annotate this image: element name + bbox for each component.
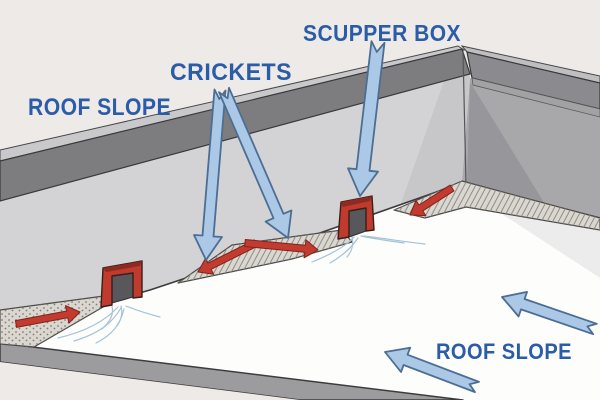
right-coping-top bbox=[460, 45, 600, 84]
left-scupper-box bbox=[100, 260, 143, 308]
water-line bbox=[116, 305, 123, 327]
flow-arrow-middle-right bbox=[244, 239, 319, 259]
wall-corner-edge bbox=[462, 51, 467, 185]
pointer-arrow-crickets-right bbox=[218, 86, 293, 239]
water-line bbox=[363, 235, 426, 245]
roof-edge-fascia bbox=[0, 342, 464, 400]
water-line bbox=[95, 308, 125, 344]
water-line bbox=[346, 236, 354, 258]
water-line bbox=[57, 306, 119, 339]
pointer-arrows-fill bbox=[193, 40, 598, 394]
right-coping-lower-strip bbox=[471, 77, 600, 118]
pointer-arrow-roof-slope-upper bbox=[501, 290, 598, 336]
label-scupper-box: SCUPPER BOX bbox=[303, 20, 461, 46]
flow-arrow-corner bbox=[409, 184, 455, 217]
water-line bbox=[125, 305, 161, 318]
label-roof-slope-left: ROOF SLOPE bbox=[28, 94, 171, 121]
water-flow-lines bbox=[57, 235, 426, 344]
flow-arrows bbox=[14, 184, 455, 328]
flow-arrow-left-cricket bbox=[14, 305, 81, 328]
right-wall-corner-shadow bbox=[467, 82, 548, 209]
water-line bbox=[329, 237, 359, 264]
diagram-labels: ROOF SLOPE CRICKETS SCUPPER BOX ROOF SLO… bbox=[28, 20, 572, 364]
left-cricket-texture bbox=[0, 296, 110, 347]
water-line bbox=[101, 305, 114, 330]
pointer-arrow-roof-slope-lower bbox=[384, 346, 480, 394]
left-wall-corner-shade bbox=[398, 74, 470, 212]
water-line bbox=[311, 236, 355, 263]
below-edge-background bbox=[0, 362, 300, 400]
water-line bbox=[360, 235, 405, 244]
roof-surface bbox=[0, 183, 600, 400]
label-crickets: CRICKETS bbox=[170, 59, 292, 86]
right-scupper-top-shade bbox=[341, 196, 372, 207]
scupper-boxes bbox=[100, 195, 375, 308]
pointer-arrows bbox=[193, 40, 598, 394]
flow-arrow-middle-left bbox=[197, 239, 259, 275]
label-roof-slope-right: ROOF SLOPE bbox=[436, 339, 572, 364]
right-coping-front bbox=[466, 51, 600, 110]
left-scupper-top-shade bbox=[103, 261, 142, 272]
pointer-arrow-scupper-box bbox=[347, 40, 386, 197]
